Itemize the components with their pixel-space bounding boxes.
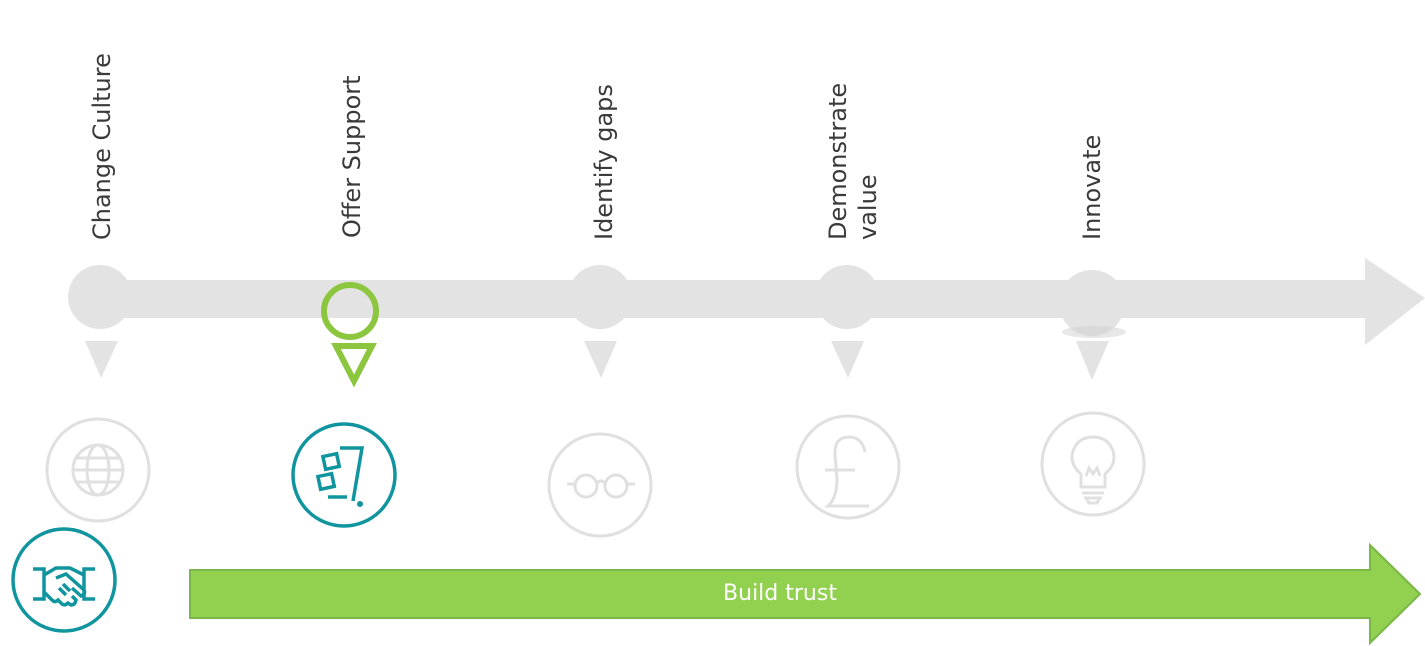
trust-label: Build trust [723,581,837,606]
step-label-line: Offer Support [338,75,366,238]
step-label-demonstrate-value: Demonstrate value [823,83,883,240]
glasses-icon [547,432,653,538]
step-label-line: value [854,174,882,240]
step-pointer-5 [1076,341,1109,380]
step-dot-4 [815,265,879,329]
handshake-icon [11,527,117,633]
globe-icon [45,417,151,523]
step-dot-1 [68,265,132,329]
step-pointer-1 [85,341,118,378]
lightbulb-icon [1040,411,1146,517]
timeline-arrow [100,258,1425,345]
step-dot-2-active [321,282,379,340]
checklist-icon [291,422,397,528]
step-label-line: Change Culture [88,53,116,240]
step-label-line: Innovate [1078,134,1106,240]
step-pointer-4 [831,341,864,378]
step-dot-5 [1059,270,1125,336]
step-label-innovate: Innovate [1077,135,1107,240]
pound-icon [795,414,901,520]
step-pointer-2-active [331,343,377,388]
step-dot-5-shadow [1062,326,1126,338]
step-label-identify-gaps: Identify gaps [589,84,619,240]
step-label-line: Demonstrate [824,82,852,240]
step-label-offer-support: Offer Support [337,75,367,238]
step-label-line: Identify gaps [590,84,618,240]
step-dot-3 [568,265,632,329]
step-label-change-culture: Change Culture [87,53,117,240]
trust-arrow [189,542,1422,646]
step-pointer-3 [584,341,617,378]
